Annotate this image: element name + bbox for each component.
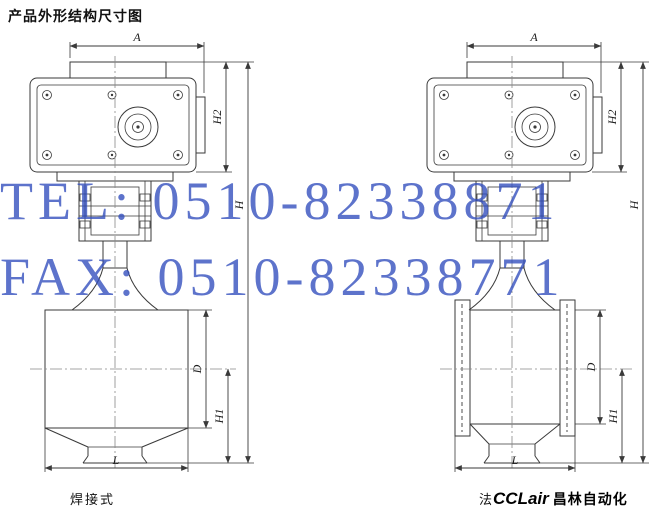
dim-label-a-left: A — [132, 30, 141, 44]
dim-label-d-right: D — [584, 362, 598, 372]
dim-label-h2-left: H2 — [210, 110, 224, 126]
dim-label-h1-left: H1 — [212, 409, 226, 425]
caption-flange-partial: 法 — [479, 492, 493, 507]
dim-label-l-left: L — [112, 453, 120, 467]
dim-label-h-right: H — [627, 199, 641, 210]
welded-valve-view: A H2 H D H1 L — [29, 30, 254, 472]
dim-label-d-left: D — [190, 364, 204, 374]
dim-label-h2-right: H2 — [605, 110, 619, 126]
dim-label-a-right: A — [529, 30, 538, 44]
page-title: 产品外形结构尺寸图 — [8, 8, 143, 24]
flanged-valve-view: A H2 H D H1 L — [426, 30, 649, 472]
dim-label-h1-right: H1 — [606, 409, 620, 425]
dim-label-h-left: H — [232, 199, 246, 210]
company-name: 昌林自动化 — [552, 491, 628, 507]
dim-label-l-right: L — [511, 453, 519, 467]
caption-flanged-type: 法 CCLair 昌林自动化 — [479, 489, 628, 509]
caption-welded-type: 焊接式 — [70, 492, 116, 507]
cclair-logo: CCLair — [493, 489, 549, 508]
